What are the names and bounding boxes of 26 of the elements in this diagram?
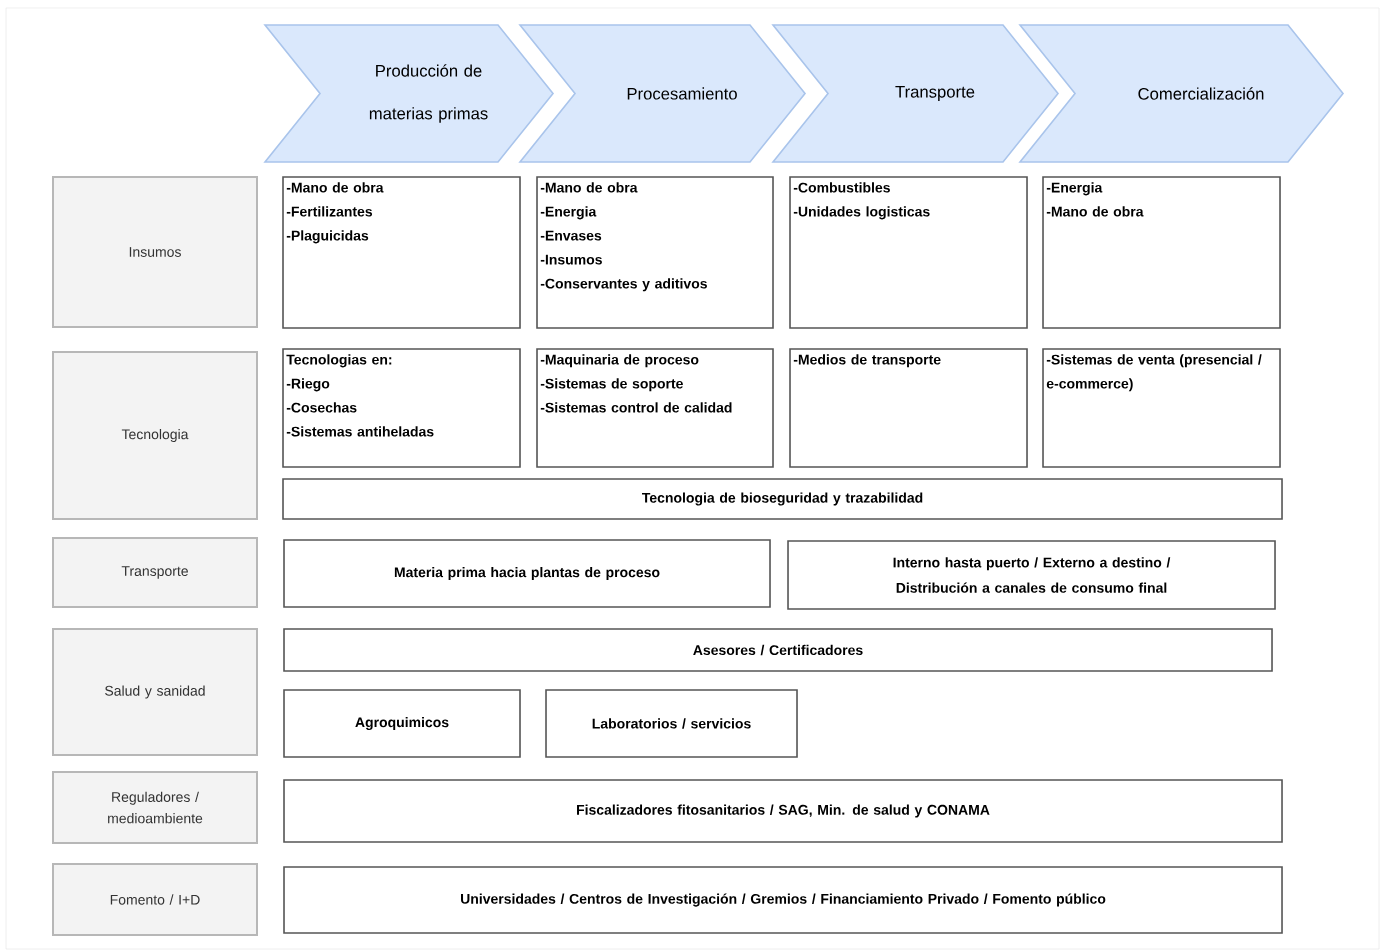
stage-banner: Producción de materias primas bbox=[263, 24, 555, 163]
text-box: -Mano de obra -Fertilizantes -Plaguicidas bbox=[282, 176, 521, 329]
stage-banner: Transporte bbox=[771, 24, 1060, 163]
text-box: Interno hasta puerto / Externo a destino / Distribución a canales de consumo final bbox=[787, 540, 1276, 610]
text-box: -Sistemas de venta (presencial / e-commerce) bbox=[1042, 348, 1281, 468]
text-box: Fiscalizadores fitosanitarios / SAG, Min. de salud y CONAMA bbox=[283, 779, 1283, 843]
row-header: Transporte bbox=[52, 537, 258, 608]
text-box: -Energia -Mano de obra bbox=[1042, 176, 1281, 329]
text-box: Materia prima hacia plantas de proceso bbox=[283, 539, 771, 608]
text-box: Tecnologias en: -Riego -Cosechas -Sistemas antiheladas bbox=[282, 348, 521, 468]
row-header: Salud y sanidad bbox=[52, 628, 258, 756]
row-header: Fomento / I+D bbox=[52, 863, 258, 936]
stage-banner: Procesamiento bbox=[518, 24, 807, 163]
row-header: Insumos bbox=[52, 176, 258, 328]
text-box: Agroquimicos bbox=[283, 689, 521, 758]
text-box: Laboratorios / servicios bbox=[545, 689, 798, 758]
text-box: -Combustibles -Unidades logisticas bbox=[789, 176, 1028, 329]
text-box: -Maquinaria de proceso -Sistemas de soporte -Sistemas control de calidad bbox=[536, 348, 774, 468]
text-box: Asesores / Certificadores bbox=[283, 628, 1273, 672]
text-box: -Mano de obra -Energia -Envases -Insumos -Conservantes y aditivos bbox=[536, 176, 774, 329]
text-box: -Medios de transporte bbox=[789, 348, 1028, 468]
text-box: Tecnologia de bioseguridad y trazabilidad bbox=[282, 478, 1283, 520]
text-box: Universidades / Centros de Investigación / Gremios / Financiamiento Privado / Fomento público bbox=[283, 866, 1283, 934]
row-header: Tecnologia bbox=[52, 351, 258, 520]
row-header: Reguladores / medioambiente bbox=[52, 771, 258, 844]
stage-banner: Comercialización bbox=[1018, 24, 1345, 163]
